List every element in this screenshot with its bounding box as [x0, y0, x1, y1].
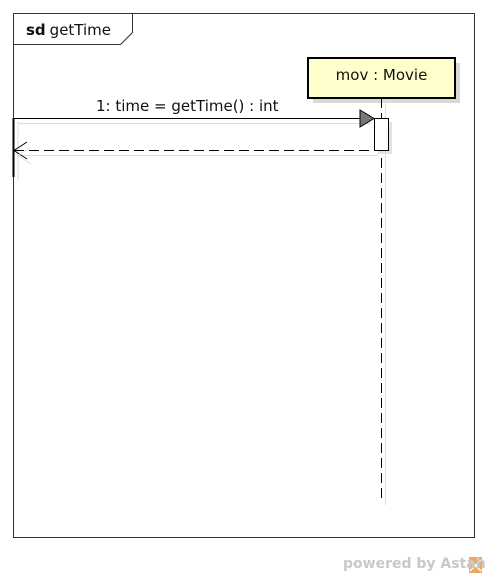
lifeline-label: mov : Movie: [335, 66, 428, 84]
astah-logo-icon: [469, 557, 482, 573]
return-arrowhead: [13, 141, 28, 160]
lifeline-head: [307, 57, 456, 99]
watermark-text: powered by Astah: [343, 556, 486, 572]
activation-bar: [374, 118, 389, 151]
frame-keyword: sd: [26, 21, 46, 39]
frame-name: getTime: [49, 21, 112, 39]
frame-name-tab: [13, 13, 133, 45]
interaction-frame: [13, 13, 475, 538]
call-arrowhead: [359, 109, 375, 128]
return-arrowhead-shadow: [17, 146, 32, 165]
call-message-label: 1: time = getTime() : int: [96, 97, 279, 115]
